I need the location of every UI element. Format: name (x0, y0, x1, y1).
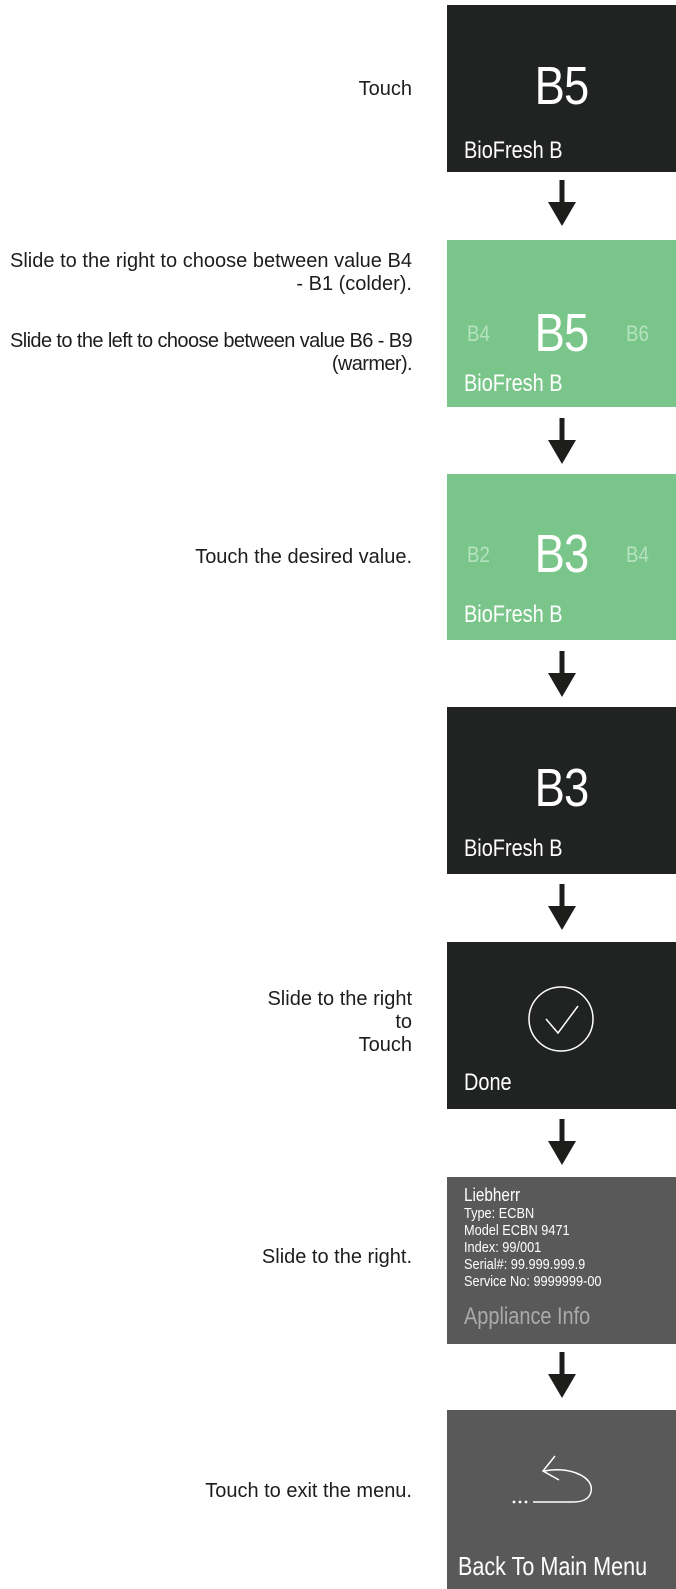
temperature-value: B3 (534, 524, 590, 584)
appliance-info-tile[interactable]: Liebherr Type: ECBN Model ECBN 9471 Inde… (447, 1177, 676, 1344)
info-line: Model ECBN 9471 (464, 1222, 570, 1239)
instruction-line: to (395, 1011, 412, 1033)
next-value: B6 (626, 321, 649, 346)
tile-label: BioFresh B (464, 370, 563, 397)
instruction-2b: Slide to the left to choose between valu… (10, 330, 413, 376)
tile-label: BioFresh B (464, 137, 563, 164)
instruction-3: Touch the desired value. (195, 546, 412, 569)
down-arrow-icon (548, 180, 576, 226)
instruction-line: Touch (358, 1034, 412, 1056)
down-arrow-icon (548, 418, 576, 464)
instruction-7: Touch to exit the menu. (205, 1480, 412, 1503)
display-tile-slider-b5[interactable]: B4 B5 B6 BioFresh B (447, 240, 676, 407)
brand-name: Liebherr (464, 1185, 521, 1205)
info-line: Serial#: 99.999.999.9 (464, 1256, 586, 1273)
info-line: Type: ECBN (464, 1205, 535, 1222)
instruction-5: Slide to the right to Touch (267, 988, 412, 1057)
temperature-value: B3 (534, 758, 590, 818)
instruction-6: Slide to the right. (262, 1246, 412, 1269)
info-line: Service No: 9999999-00 (464, 1273, 602, 1290)
info-line: Index: 99/001 (464, 1239, 542, 1256)
tile-label: Done (464, 1069, 512, 1096)
instruction-line: Touch the desired value. (195, 546, 412, 568)
down-arrow-icon (548, 884, 576, 930)
next-value: B4 (626, 542, 649, 567)
display-tile-slider-b3[interactable]: B2 B3 B4 BioFresh B (447, 474, 676, 640)
instruction-line: Touch to exit the menu. (205, 1480, 412, 1502)
prev-value: B2 (467, 542, 490, 567)
instruction-text: Slide to the left to choose between valu… (10, 330, 413, 375)
check-circle-icon (528, 986, 594, 1052)
instruction-line: Touch (358, 78, 412, 100)
tile-label: Back To Main Menu (458, 1551, 648, 1581)
temperature-value: B5 (534, 303, 590, 363)
tile-label: BioFresh B (464, 601, 563, 628)
done-tile[interactable]: Done (447, 942, 676, 1109)
instruction-line: Slide to the right. (261, 1246, 412, 1268)
down-arrow-icon (548, 1352, 576, 1398)
tile-label: BioFresh B (464, 835, 563, 862)
instruction-text: Slide to the right to choose between val… (10, 250, 412, 295)
prev-value: B4 (467, 321, 490, 346)
display-tile-b3[interactable]: B3 BioFresh B (447, 707, 676, 874)
instruction-line: Slide to the right (267, 988, 412, 1010)
down-arrow-icon (548, 1119, 576, 1165)
display-tile-b5[interactable]: B5 BioFresh B (447, 5, 676, 172)
back-arrow-icon (512, 1455, 592, 1504)
temperature-value: B5 (534, 56, 590, 116)
back-to-main-menu-tile[interactable]: Back To Main Menu (447, 1410, 676, 1589)
instruction-1: Touch (359, 78, 412, 101)
appliance-info-lines: Liebherr Type: ECBN Model ECBN 9471 Inde… (464, 1185, 602, 1290)
down-arrow-icon (548, 651, 576, 697)
instruction-2a: Slide to the right to choose between val… (10, 250, 412, 296)
tile-label: Appliance Info (464, 1303, 591, 1330)
